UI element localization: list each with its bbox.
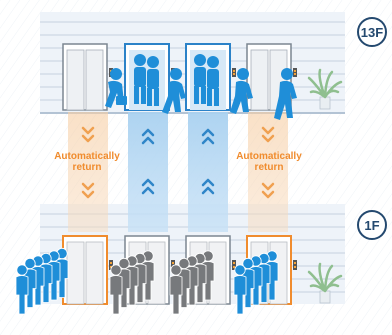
left-auto-return-label: Automatically return [42,151,132,173]
down-chevron-icon [81,190,95,199]
person-icon [134,54,159,106]
up-chevron-icon [201,178,215,187]
shaft-3 [188,112,228,232]
down-chevron-icon [261,134,275,143]
call-panel-icon [293,68,297,77]
person-icon [15,264,29,315]
bottom-plant-icon [307,262,343,304]
floor-badge-13f: 13F [357,17,387,47]
right-auto-return-line1: Automatically [236,151,302,162]
call-panel-icon [232,68,236,77]
person-icon [274,68,297,120]
right-auto-return-label: Automatically return [224,151,314,173]
up-chevron-icon [141,136,155,145]
person-icon [233,264,247,315]
down-chevron-icon [261,126,275,135]
call-panel-icon [109,260,113,270]
down-chevron-icon [81,182,95,191]
call-panel-icon [293,260,297,270]
top-plant-icon [307,68,343,110]
briefcase-icon [116,96,127,105]
left-auto-return-line1: Automatically [54,151,120,162]
bottom-waiting-crowds [15,247,279,315]
shaft-2 [128,112,168,232]
up-chevron-icon [201,128,215,137]
up-chevron-icon [201,136,215,145]
top-passengers [105,54,297,120]
down-chevron-icon [261,182,275,191]
top-elevator-1 [62,43,113,111]
up-chevron-icon [141,128,155,137]
person-icon [230,68,253,114]
down-chevron-icon [81,134,95,143]
up-chevron-icon [141,186,155,195]
person-icon [169,264,183,315]
call-panel-icon [232,260,236,270]
down-chevron-icon [81,126,95,135]
person-icon [109,264,123,315]
person-icon [257,252,271,303]
up-chevron-icon [201,186,215,195]
floor-badge-1f: 1F [357,210,387,240]
person-icon [162,68,186,114]
left-auto-return-line2: return [72,162,102,173]
right-auto-return-line2: return [254,162,284,173]
down-chevron-icon [261,190,275,199]
bottom-elevator-1 [62,235,113,305]
up-chevron-icon [141,178,155,187]
shaft-arrows [81,126,275,199]
person-icon [194,54,219,106]
